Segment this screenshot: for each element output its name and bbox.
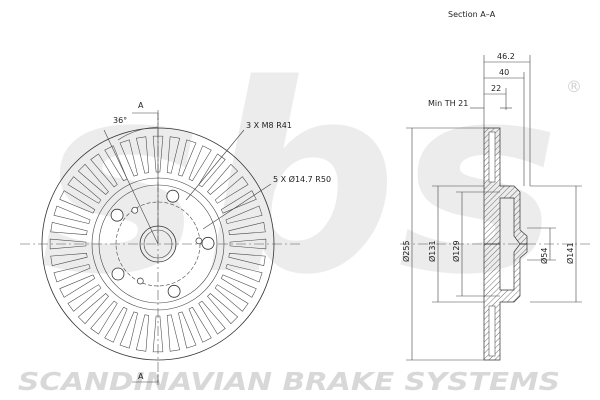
- dim-54-label: Ø54: [539, 248, 549, 264]
- dim-129-label: Ø129: [451, 240, 461, 262]
- logo-watermark-text: sbs: [40, 30, 560, 332]
- angle-leader-1: [103, 129, 159, 245]
- dim-22-label: 22: [491, 84, 501, 93]
- threaded-holes: [131, 206, 203, 285]
- vane: [229, 238, 267, 250]
- dim-46-label: 46.2: [497, 52, 515, 61]
- vane: [135, 314, 149, 352]
- section-title: Section A–A: [448, 10, 496, 19]
- vane: [77, 163, 109, 195]
- vane: [220, 274, 257, 298]
- section-arrow-top: [132, 112, 159, 120]
- vane: [225, 205, 263, 224]
- section-arrow-bottom: [132, 374, 159, 383]
- threaded-hole: [131, 206, 139, 214]
- vane: [167, 314, 181, 352]
- ventilation-vanes: [49, 135, 267, 353]
- vent-gap-lower: [488, 305, 496, 357]
- vane: [220, 190, 257, 214]
- vent-gap-upper: [488, 131, 496, 183]
- vane: [178, 139, 197, 177]
- stud-holes-leader: [202, 183, 272, 230]
- vane: [178, 311, 197, 349]
- threaded-hole: [136, 277, 144, 285]
- stud-hole: [111, 267, 125, 281]
- vane: [228, 221, 266, 235]
- dim-131-label: Ø131: [427, 240, 437, 262]
- angle-label: 36°: [113, 116, 127, 125]
- stud-holes-label: 5 X Ø14.7 R50: [273, 174, 331, 184]
- stud-hole: [201, 236, 215, 250]
- vane: [167, 136, 181, 174]
- section-view: Section A–A 46.2 40 22 Min TH 21 Ø255 Ø1…: [400, 10, 592, 361]
- vane: [198, 300, 226, 335]
- vane: [90, 300, 118, 335]
- dim-255-label: Ø255: [401, 240, 411, 262]
- threaded-hole: [195, 237, 203, 245]
- vane: [225, 264, 263, 283]
- vane: [77, 293, 109, 325]
- vane: [104, 306, 128, 343]
- stud-hole: [110, 208, 124, 222]
- stud-hole: [166, 189, 180, 203]
- vane: [188, 306, 212, 343]
- dim-141-label: Ø141: [565, 242, 575, 264]
- vane: [67, 176, 102, 204]
- vane: [228, 253, 266, 267]
- vane: [152, 315, 164, 353]
- vane: [50, 253, 88, 267]
- vane: [188, 145, 212, 182]
- front-view: 36° A A 3 X M8 R41 5 X Ø14.7 R50: [20, 101, 331, 385]
- vane: [207, 163, 239, 195]
- vane: [53, 205, 91, 224]
- dim-40-label: 40: [499, 68, 509, 77]
- vane: [198, 153, 226, 188]
- vane: [67, 284, 102, 312]
- vane: [119, 139, 138, 177]
- stud-hole: [167, 284, 181, 298]
- vane: [53, 264, 91, 283]
- vane: [49, 238, 87, 250]
- watermark: sbs ® SCANDINAVIAN BRAKE SYSTEMS: [18, 30, 582, 396]
- vane: [104, 145, 128, 182]
- angle-arc: [117, 126, 159, 141]
- registered-mark: ®: [566, 77, 582, 96]
- company-name: SCANDINAVIAN BRAKE SYSTEMS: [18, 367, 560, 396]
- vane: [50, 221, 88, 235]
- vane: [214, 284, 249, 312]
- section-marker-bottom: A: [138, 372, 144, 381]
- min-thickness-label: Min TH 21: [428, 99, 468, 108]
- bolt-circle-leader: [185, 129, 245, 201]
- vane: [214, 176, 249, 204]
- vane: [119, 311, 138, 349]
- vane: [135, 136, 149, 174]
- vane: [207, 293, 239, 325]
- bolt-circle-label: 3 X M8 R41: [246, 121, 292, 130]
- section-marker-top: A: [138, 101, 144, 110]
- vane: [59, 190, 96, 214]
- stud-holes: [110, 189, 215, 298]
- vane: [59, 274, 96, 298]
- vane: [90, 153, 118, 188]
- vane: [152, 135, 164, 173]
